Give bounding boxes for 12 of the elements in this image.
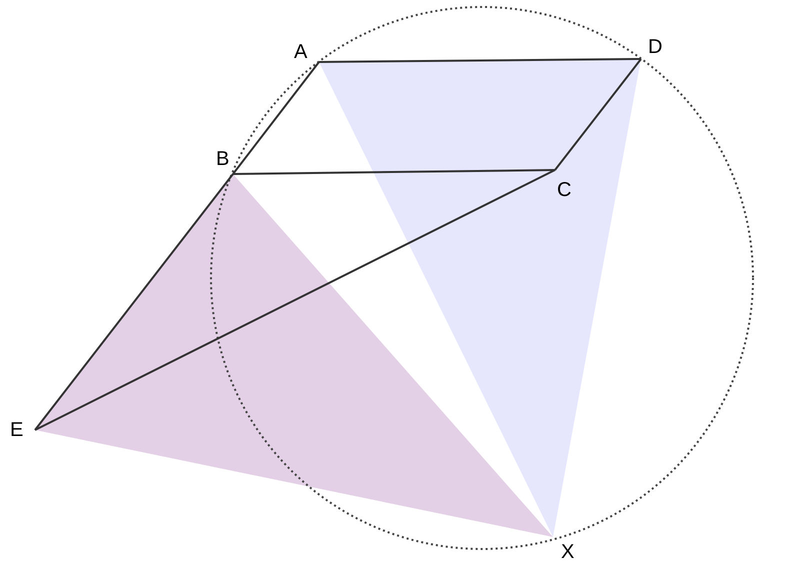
line-segment <box>232 61 320 175</box>
point-label: B <box>216 149 230 169</box>
point-label: E <box>10 420 24 440</box>
line-segment <box>34 169 556 431</box>
line-segment <box>34 173 234 431</box>
point-label: D <box>648 37 662 57</box>
point-label: C <box>557 180 572 200</box>
line-segment <box>554 58 642 171</box>
line-segment <box>232 169 556 175</box>
point-label: X <box>561 542 574 562</box>
line-segment <box>319 58 641 63</box>
point-label: A <box>294 42 308 62</box>
